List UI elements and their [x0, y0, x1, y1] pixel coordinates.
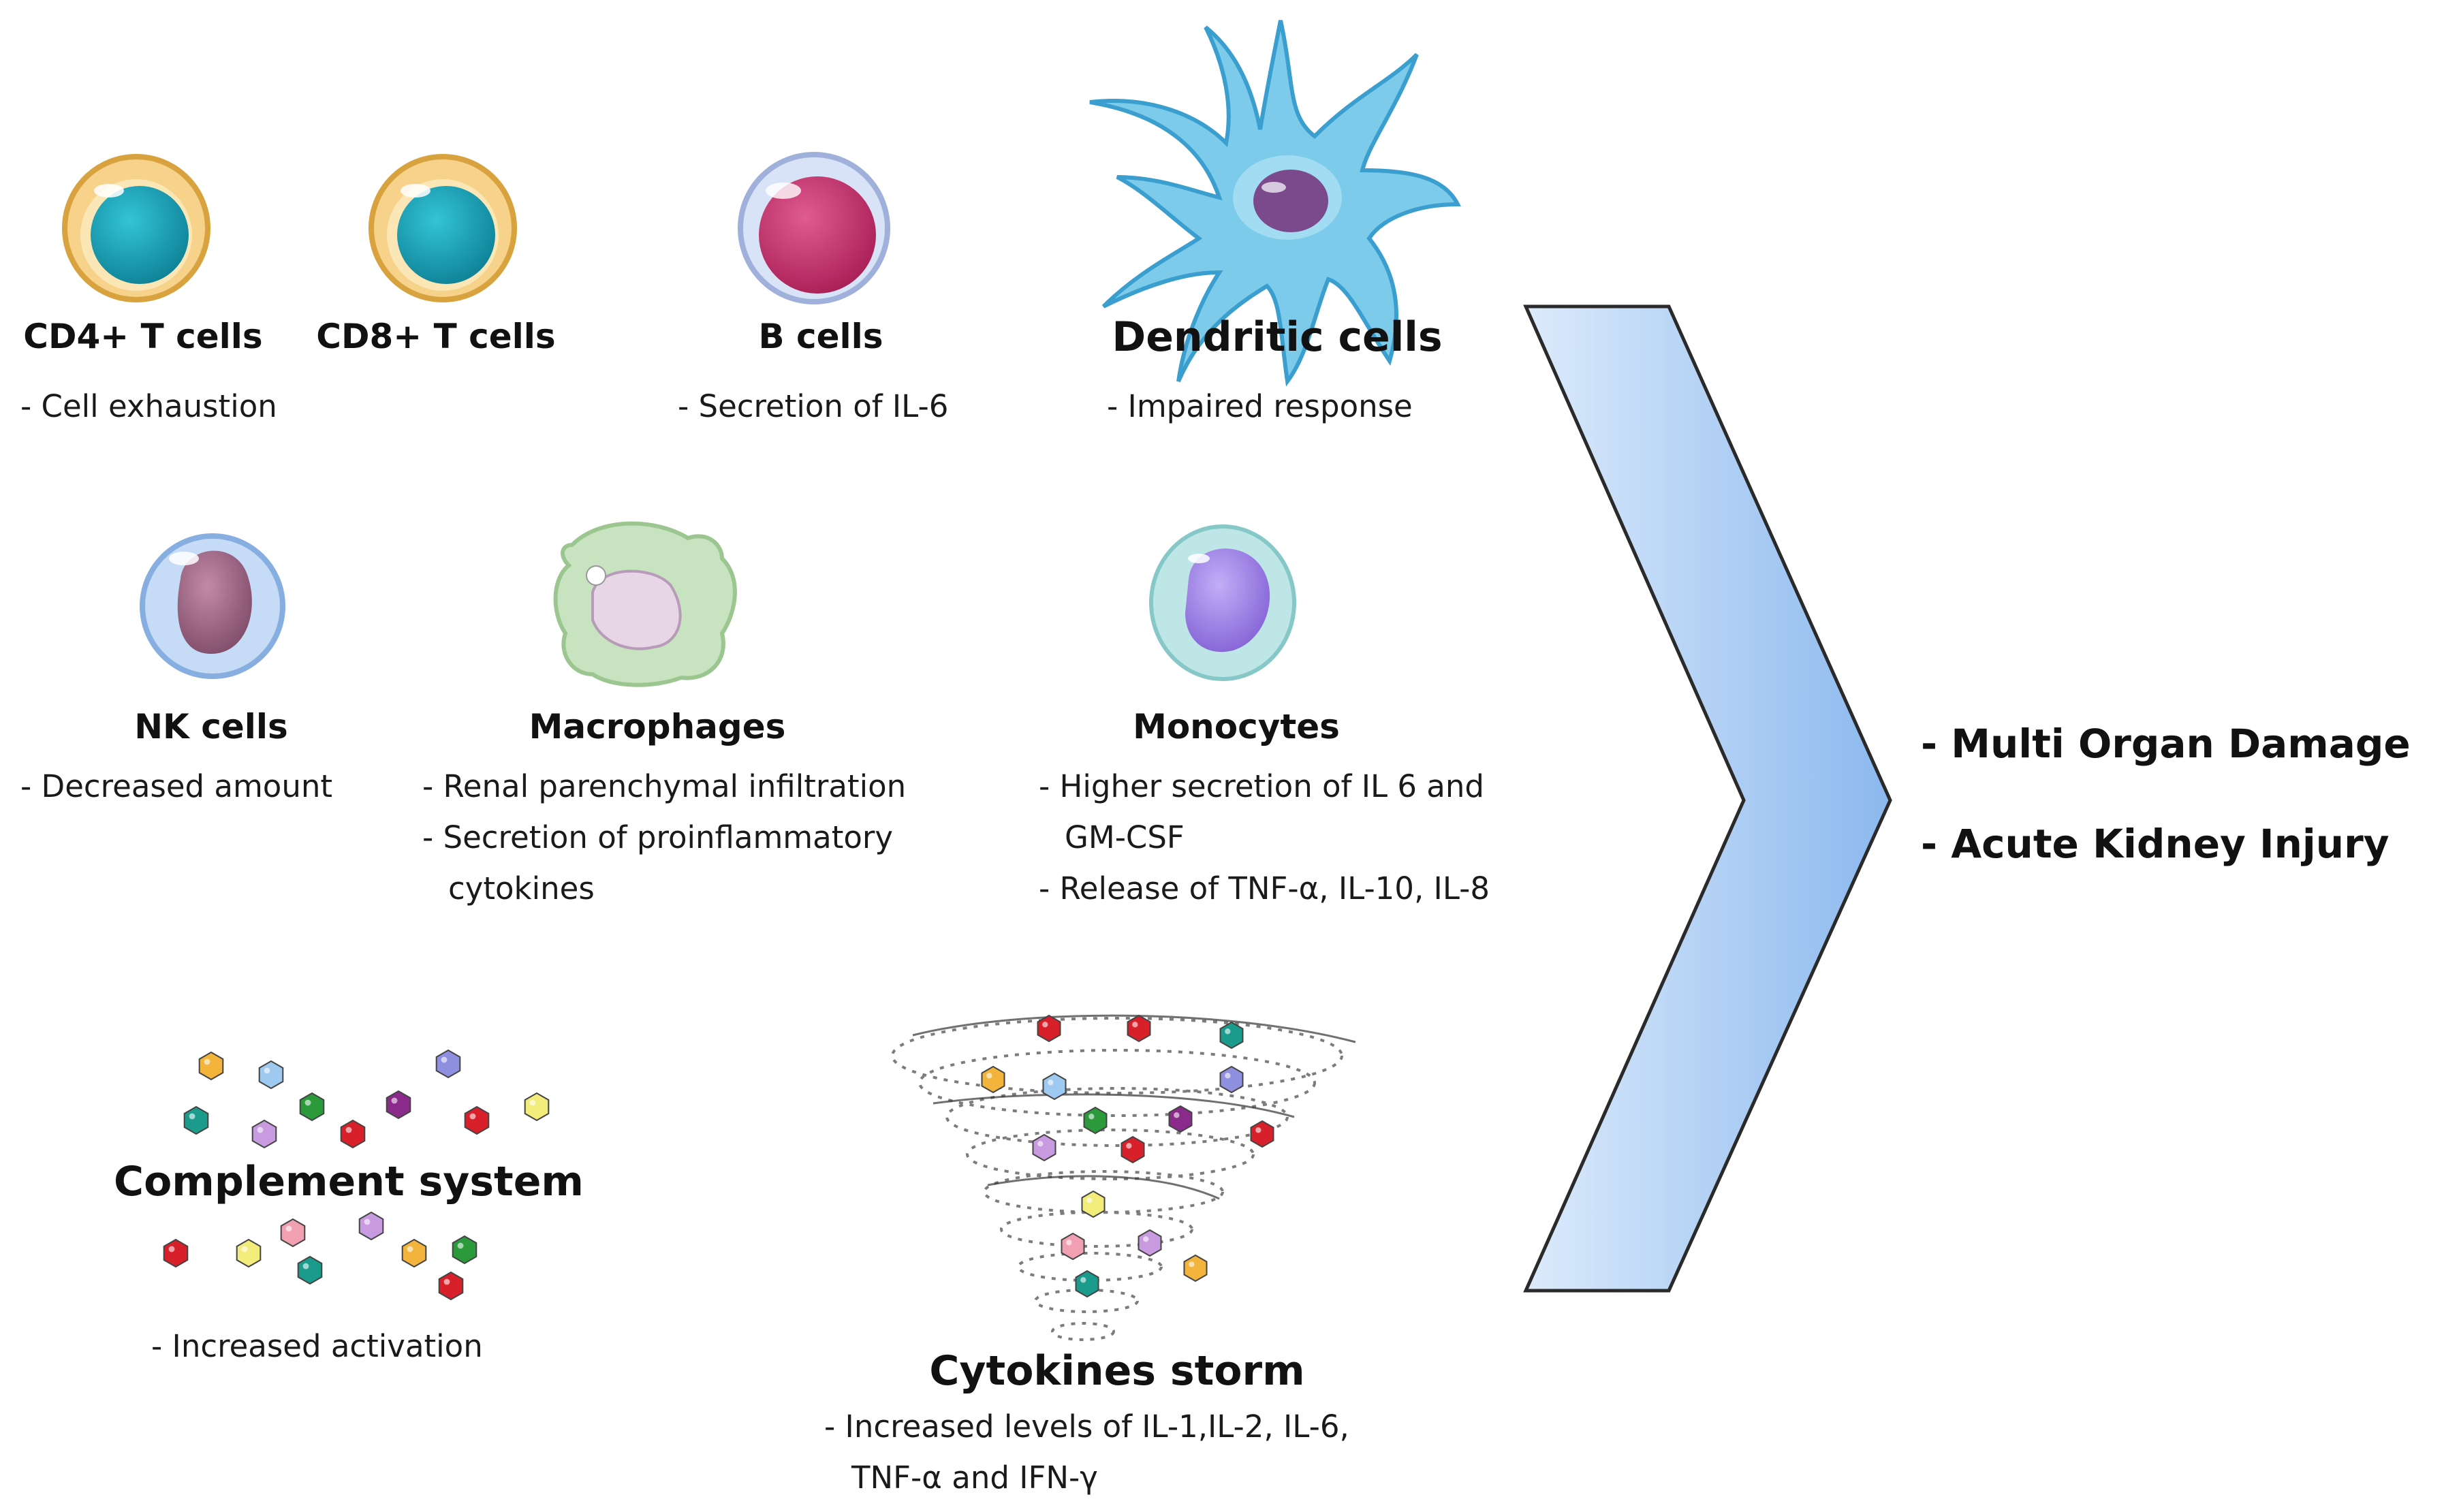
dendritic-cell-icon [1089, 20, 1461, 387]
b-cells-note: - Secretion of IL-6 [678, 388, 949, 424]
storm-title: Cytokines storm [929, 1347, 1305, 1395]
storm-note-1: - Increased levels of IL-1,IL-2, IL-6, [824, 1408, 1349, 1445]
macrophage-icon [553, 521, 737, 687]
storm-note-2: TNF-α and IFN-γ [851, 1460, 1098, 1496]
monocytes-title: Monocytes [1133, 707, 1340, 746]
cytokine-storm-tornado-icon [891, 1014, 1356, 1341]
dendritic-note: - Impaired response [1107, 388, 1413, 424]
cd8-t-cell-icon [369, 154, 517, 302]
nk-cell-icon [140, 533, 285, 679]
cd4-title: CD4+ T cells [23, 317, 263, 356]
dendritic-title: Dendritic cells [1112, 313, 1443, 361]
complement-title: Complement system [114, 1158, 584, 1206]
monocyte-icon [1149, 524, 1296, 681]
macrophages-note-1: - Renal parenchymal infiltration [422, 768, 907, 804]
t-cells-note: - Cell exhaustion [20, 388, 277, 424]
b-cells-title: B cells [758, 317, 883, 356]
cd8-title: CD8+ T cells [316, 317, 556, 356]
b-cell-icon [738, 152, 890, 304]
monocytes-note-3: - Release of TNF-α, IL-10, IL-8 [1039, 870, 1490, 907]
macrophages-title: Macrophages [529, 707, 786, 746]
nk-title: NK cells [134, 707, 288, 746]
chevron-arrow [1523, 304, 1892, 1293]
nk-note: - Decreased amount [20, 768, 333, 804]
complement-note: - Increased activation [151, 1328, 483, 1364]
macrophages-note-3: cytokines [448, 870, 595, 907]
outcome-multi-organ-damage: - Multi Organ Damage [1921, 721, 2411, 767]
complement-proteins-icon [163, 1049, 550, 1301]
monocytes-note-1: - Higher secretion of IL 6 and [1039, 768, 1484, 804]
macrophages-note-2: - Secretion of proinflammatory [422, 819, 894, 855]
outcome-acute-kidney-injury: - Acute Kidney Injury [1921, 821, 2390, 867]
cd4-t-cell-icon [62, 154, 210, 302]
monocytes-note-2: GM-CSF [1065, 819, 1185, 855]
